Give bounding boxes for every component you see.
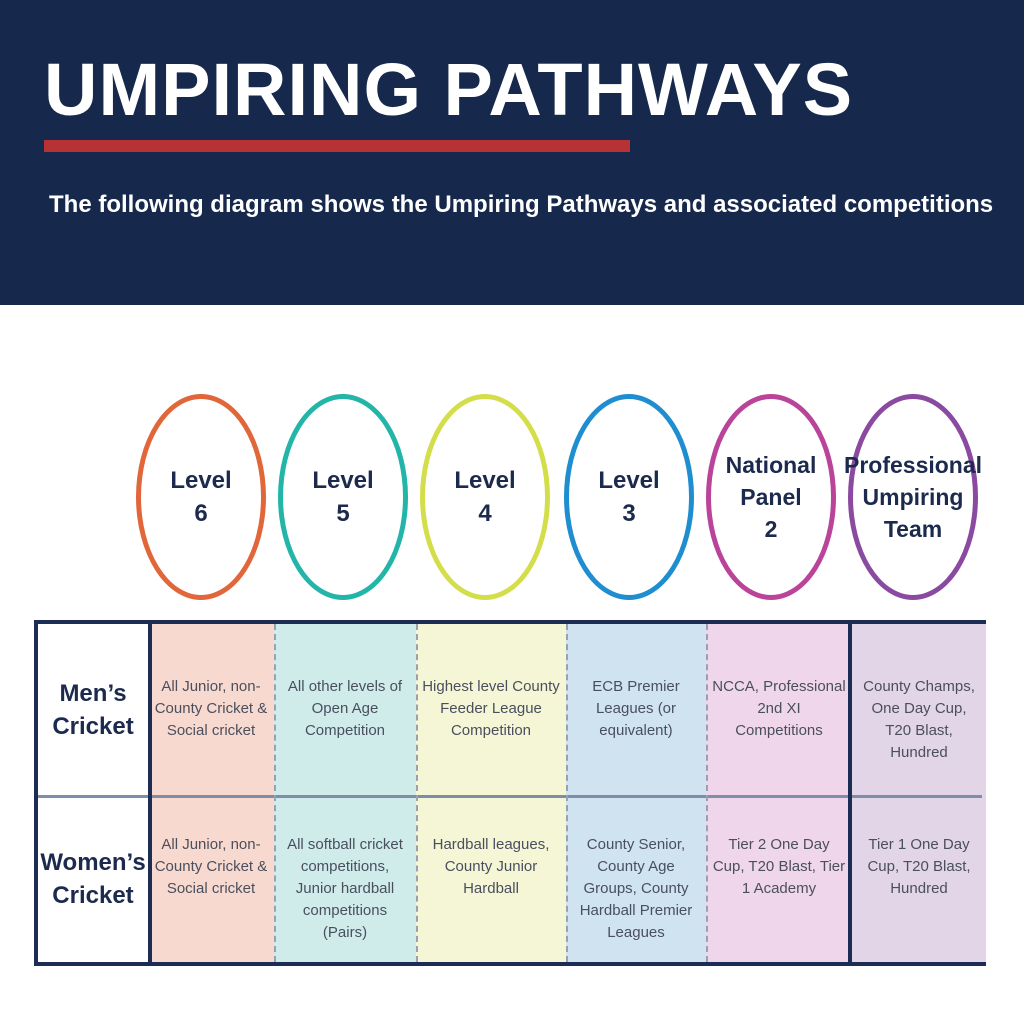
pathway-cell: Tier 1 One Day Cup, T20 Blast, Hundred: [852, 796, 986, 962]
row-header: Men’s Cricket: [52, 680, 134, 740]
title-underline: [44, 140, 630, 152]
pathway-cell: All Junior, non-County Cricket & Social …: [148, 624, 274, 796]
column-divider-dashed: [706, 624, 708, 962]
level-circle-label: Level 6: [170, 467, 232, 527]
pathway-cell-text: ECB Premier Leagues (or equivalent): [592, 678, 680, 739]
level-circle: Professional Umpiring Team: [844, 394, 982, 600]
pathway-cell: NCCA, Professional 2nd XI Competitions: [706, 624, 852, 796]
pathway-cell: Highest level County Feeder League Compe…: [416, 624, 566, 796]
pathway-cell-text: All Junior, non-County Cricket & Social …: [154, 836, 268, 897]
column-divider: [148, 624, 152, 962]
pathway-cell: All softball cricket competitions, Junio…: [274, 796, 416, 962]
pathway-cell-text: All other levels of Open Age Competition: [287, 678, 403, 739]
level-circle-label: National Panel 2: [725, 452, 817, 542]
level-circle: Level 4: [420, 394, 550, 600]
pathway-cell-text: County Champs, One Day Cup, T20 Blast, H…: [863, 678, 975, 761]
level-circle: National Panel 2: [706, 394, 836, 600]
pathway-cell-text: Tier 1 One Day Cup, T20 Blast, Hundred: [867, 836, 971, 897]
column-divider: [848, 624, 852, 962]
level-circle-label: Level 4: [454, 467, 516, 527]
pathway-cell: Tier 2 One Day Cup, T20 Blast, Tier 1 Ac…: [706, 796, 852, 962]
level-circle-label: Professional Umpiring Team: [843, 452, 983, 542]
pathway-cell-text: Hardball leagues, County Junior Hardball: [432, 836, 550, 897]
pathway-cell-text: Highest level County Feeder League Compe…: [422, 678, 560, 739]
pathway-cell: Hardball leagues, County Junior Hardball: [416, 796, 566, 962]
pathway-cell: County Champs, One Day Cup, T20 Blast, H…: [852, 624, 986, 796]
page-subtitle: The following diagram shows the Umpiring…: [49, 191, 994, 218]
level-circle: Level 6: [136, 394, 266, 600]
column-divider-dashed: [416, 624, 418, 962]
level-circle: Level 5: [278, 394, 408, 600]
level-circle: Level 3: [564, 394, 694, 600]
header-banner: UMPIRING PATHWAYS The following diagram …: [0, 0, 1024, 305]
level-circle-label: Level 5: [312, 467, 374, 527]
pathway-cell-text: All softball cricket competitions, Junio…: [287, 836, 403, 941]
page-title: UMPIRING PATHWAYS: [44, 48, 854, 131]
pathway-cell: County Senior, County Age Groups, County…: [566, 796, 706, 962]
pathway-cell: ECB Premier Leagues (or equivalent): [566, 624, 706, 796]
pathway-cell-text: County Senior, County Age Groups, County…: [579, 836, 693, 941]
pathway-cell-text: NCCA, Professional 2nd XI Competitions: [712, 678, 846, 739]
pathway-cell-text: All Junior, non-County Cricket & Social …: [154, 678, 268, 739]
row-header: Women’s Cricket: [40, 849, 146, 909]
pathway-cell: All Junior, non-County Cricket & Social …: [148, 796, 274, 962]
pathway-cell: All other levels of Open Age Competition: [274, 624, 416, 796]
column-divider-dashed: [566, 624, 568, 962]
level-circle-label: Level 3: [598, 467, 660, 527]
pathway-cell-text: Tier 2 One Day Cup, T20 Blast, Tier 1 Ac…: [712, 836, 846, 897]
column-divider-dashed: [274, 624, 276, 962]
row-divider: [38, 795, 982, 798]
